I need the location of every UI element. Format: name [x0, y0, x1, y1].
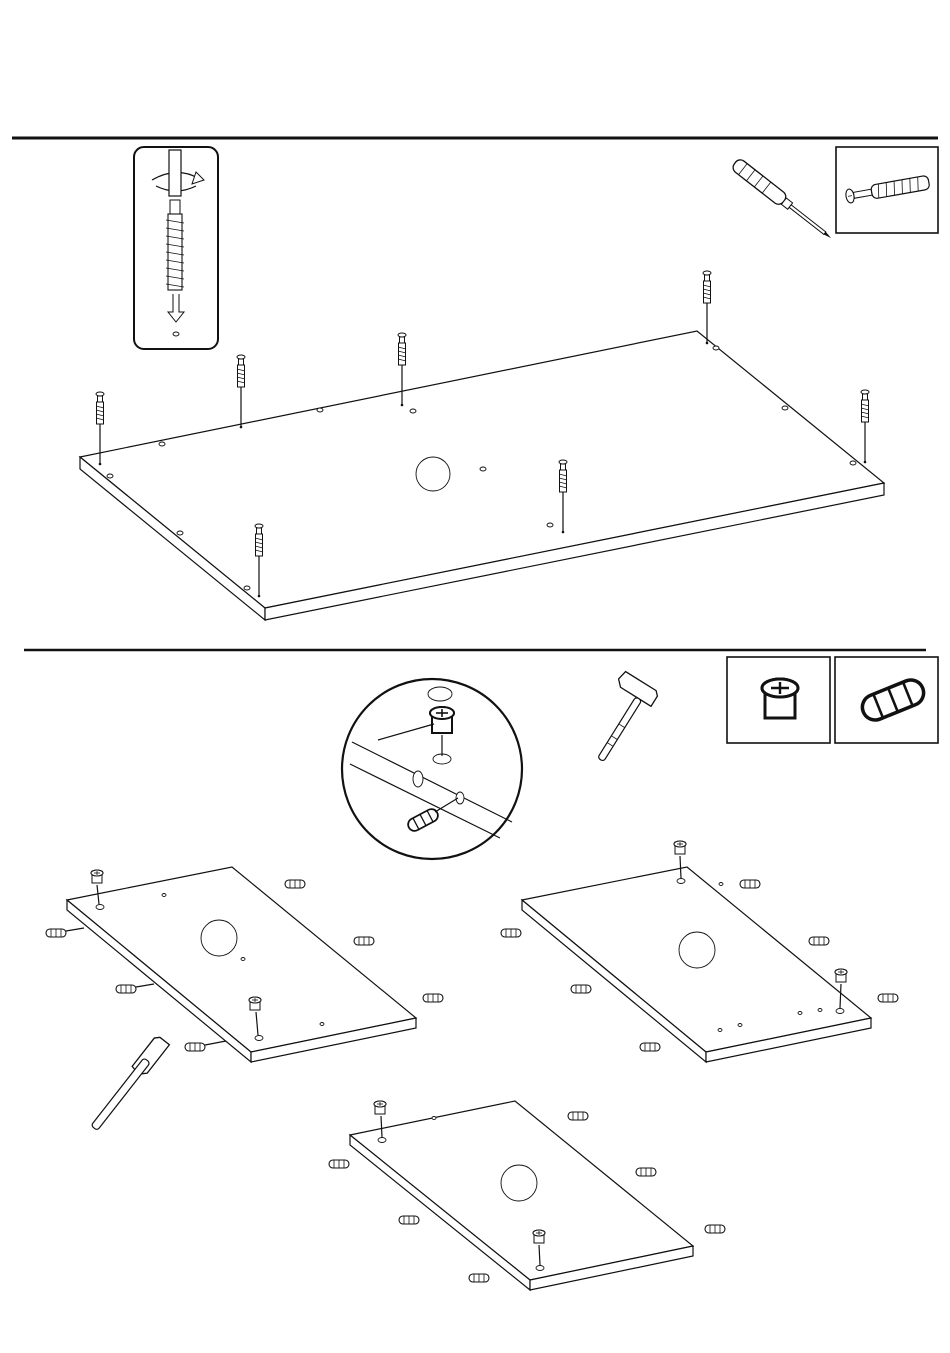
- euro-screw-icon: [166, 200, 184, 290]
- board-a: [46, 867, 443, 1133]
- step-cam-dowel-install: [24, 650, 938, 1290]
- cable-hole: [416, 457, 450, 491]
- board-c: [329, 1101, 725, 1290]
- screw-detail-inset: [134, 147, 218, 349]
- screwdriver-shaft: [169, 150, 181, 196]
- cable-hole: [201, 920, 237, 956]
- cam-lock-part-icon: [727, 657, 830, 743]
- dowel-part-icon: [835, 657, 938, 743]
- screwdriver-icon: [731, 157, 836, 243]
- cable-hole: [679, 932, 715, 968]
- insertion-detail-circle: [342, 679, 522, 859]
- euro-screw-part-icon: [836, 147, 938, 233]
- pilot-hole: [173, 332, 179, 336]
- hammer-in-use-icon: [88, 1035, 170, 1133]
- cam-lock-icon: [430, 707, 454, 733]
- board-b: [501, 841, 898, 1062]
- step-screw-install: [12, 138, 938, 620]
- cable-hole: [501, 1165, 537, 1201]
- hammer-icon: [577, 670, 659, 767]
